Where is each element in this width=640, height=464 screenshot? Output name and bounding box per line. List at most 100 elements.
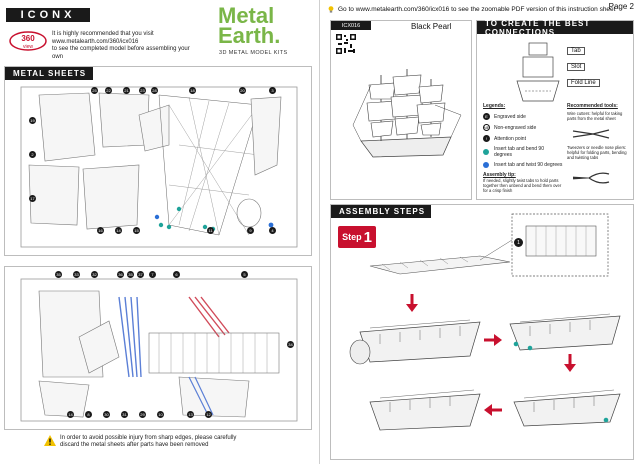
part-number: 14 [115,227,122,234]
legend-item: ! Attention point [483,135,563,142]
part-number: 16 [97,227,104,234]
part-number: 12 [205,411,212,418]
tool-item: Tweezers or needle nose pliers: helpful … [567,145,627,160]
page-divider [319,0,320,464]
page-number: Page 2 [608,2,634,11]
part-number: 11 [207,227,214,234]
part-number: 8 [85,411,92,418]
part-number: 5 [241,271,248,278]
part-number: 15 [133,227,140,234]
part-number: 4 [269,227,276,234]
part-number: 30 [103,411,110,418]
tab-label: Tab [567,47,585,55]
legend-text: Insert tab and bend 90 degrees [493,146,544,158]
part-number: 17 [29,195,36,202]
step-number: 1 [363,228,372,246]
metal-sheet-2-drawing [20,278,298,422]
legend-item: Insert tab and twist 90 degrees [483,162,563,168]
part-number: 25 [91,87,98,94]
part-number: 7 [149,271,156,278]
legend-item: Insert tab and bend 90 degrees [483,146,563,158]
tab-slot-diagram [516,42,560,102]
step-word: Step [342,232,362,242]
intro-line: to see the completed model before assemb… [52,46,190,60]
qr-code-icon[interactable] [335,33,357,55]
part-number: 9 [247,227,254,234]
metal-sheet-1-drawing [20,86,298,248]
legend-item: NE Non-engraved side [483,124,563,131]
metal-sheet-2-frame: 35 33 32 36 35 37 7 6 5 34 14 8 30 31 29… [4,266,312,430]
part-number: 28 [151,87,158,94]
intro-text: It is highly recommended that you visit … [52,31,202,61]
intro-url[interactable]: www.metalearth.com/360/icx016 [52,38,139,45]
part-number: 33 [73,271,80,278]
assembly-title: ASSEMBLY STEPS [331,205,431,218]
part-number: 36 [117,271,124,278]
part-number: 6 [173,271,180,278]
tools-title: Recommended tools: [567,103,618,109]
assembly-diagram [349,213,621,431]
part-number: 14 [67,411,74,418]
part-number: 22 [105,87,112,94]
bend-tab-icon [483,149,489,155]
brand-logo: ICONX [6,8,90,22]
part-number: 29 [139,411,146,418]
connections-box: TO CREATE THE BEST CONNECTIONS Tab Slot … [476,19,634,200]
metal-sheets-title: METAL SHEETS [5,67,93,80]
pliers-icon [572,172,610,184]
attention-icon: ! [483,135,490,142]
safety-warning: In order to avoid possible injury from s… [60,435,300,450]
inset-step-number: 1 [514,238,523,247]
metal-earth-logo: Metal Earth. [218,3,281,48]
ship-illustration [352,69,462,158]
slot-label: Slot [567,63,586,71]
warning-line: discard the metal sheets after parts hav… [60,442,209,449]
part-number: 34 [287,341,294,348]
warning-icon [44,435,56,446]
part-number: 13 [187,411,194,418]
logo-line: Earth. [218,23,281,48]
view-360-badge: 360 view [8,30,48,52]
wire-cutters-icon [572,129,610,139]
part-number: 35 [55,271,62,278]
legend-text: Insert tab and twist 90 degrees [494,162,563,168]
legend-text: Attention point [494,135,526,142]
intro-line: It is highly recommended that you visit [52,31,154,37]
lightbulb-icon [328,6,334,13]
part-number: 20 [239,87,246,94]
logo-line: Metal [218,3,275,28]
model-info-box: ICX016 Black Pearl [330,20,472,200]
fold-line-label: Fold Line [567,79,600,87]
legend-text: Engraved side [494,113,526,120]
part-number: 3 [269,87,276,94]
part-number: 2 [29,151,36,158]
tool-item: Wire cutters: helpful for taking parts f… [567,111,623,121]
twist-tab-icon [483,162,489,168]
part-number: 23 [139,87,146,94]
assembly-tip-title: Assembly tip: [483,172,516,178]
warning-line: In order to avoid possible injury from s… [60,435,237,441]
legends-title: Legends: [483,103,506,109]
assembly-steps-box: ASSEMBLY STEPS [330,204,634,460]
connections-title: TO CREATE THE BEST CONNECTIONS [477,19,633,37]
metal-sheet-1-frame: METAL SHEETS 25 22 21 23 28 18 20 19 17 … [4,66,312,256]
part-number: 19 [29,117,36,124]
part-number: 18 [189,87,196,94]
assembly-tip-text: If needed, slightly twist tabs to hold p… [483,178,562,193]
kits-label: 3D METAL MODEL KITS [219,50,288,56]
model-code: ICX016 [331,21,371,30]
part-number: 10 [157,411,164,418]
part-number: 21 [123,87,130,94]
part-number: 31 [121,411,128,418]
non-engraved-icon: NE [483,124,490,131]
part-number: 37 [137,271,144,278]
badge-sub: view [23,44,33,50]
part-number: 35 [127,271,134,278]
legend-item: E Engraved side [483,113,563,120]
zoomable-pdf-link[interactable]: Go to www.metalearth.com/360/icx016 to s… [338,6,616,13]
engraved-icon: E [483,113,490,120]
badge-label: 360 [21,34,35,43]
model-name: Black Pearl [411,22,452,31]
legend-text: Non-engraved side [494,124,537,131]
